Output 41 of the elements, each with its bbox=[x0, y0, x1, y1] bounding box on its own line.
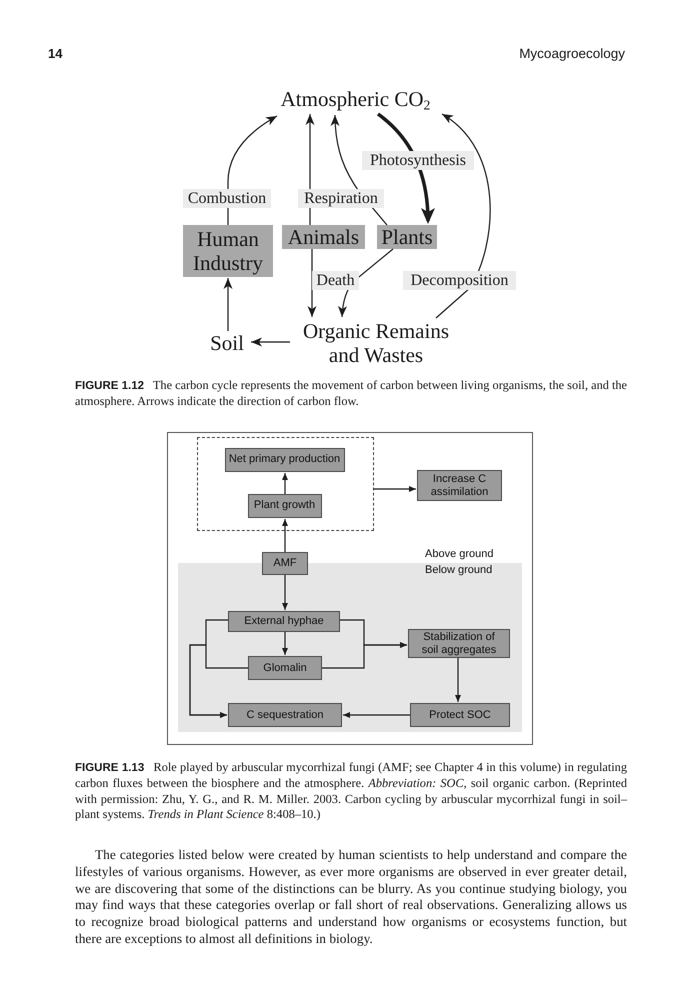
edge-label: Combustion bbox=[183, 189, 271, 208]
edge-label: Death bbox=[312, 271, 359, 290]
region-label: Below ground bbox=[425, 564, 492, 577]
process-box: C sequestration bbox=[228, 703, 342, 727]
arrow bbox=[251, 338, 290, 346]
edge-label: Decomposition bbox=[403, 271, 516, 290]
process-box: AMF bbox=[262, 552, 308, 575]
arrow bbox=[322, 642, 407, 669]
edge-label: Respiration bbox=[298, 189, 384, 208]
group-outline bbox=[197, 437, 374, 531]
edge-label: Photosynthesis bbox=[362, 151, 474, 170]
arrow bbox=[189, 644, 248, 718]
process-box: Animals bbox=[282, 225, 365, 249]
arrow bbox=[455, 658, 461, 702]
node-label: Atmospheric CO$_{2}$ bbox=[268, 85, 443, 113]
process-box: Stabilization of soil aggregates bbox=[408, 629, 510, 658]
process-box: Increase C assimilation bbox=[417, 470, 502, 501]
arrow bbox=[282, 473, 288, 494]
arrow bbox=[343, 712, 410, 718]
body-paragraph: The categories listed below were created by human scientists to help understand and compare the lifestyles of various organisms. However, as ever more organisms are observed in ever greater detail, we are discovering that some of the distinctions can be blurry. As you continue studying biology, you may find ways that these categories overlap or fall short of real observations. Generalizing allows us to recognize broad biological patterns and understand how organisms or ecosystems function, but there are exceptions to almost all definitions in biology. bbox=[75, 847, 627, 948]
figure-caption: FIGURE 1.13 Role played by arbuscular mycorrhizal fungi (AMF; see Chapter 4 in this volume) in regulating carbon fluxes between the biosphere and the atmosphere. Abbreviation: SOC, soil organic carbon. (Reprinted with permission: Zhu, Y. G., and R. M. Miller. 2003. Carbon cycling by arbuscular mycorrhizal fungi in soil–plant systems. Trends in Plant Science 8:408–10.) bbox=[75, 760, 627, 823]
process-box: Net primary production bbox=[224, 448, 344, 472]
process-box: Plants bbox=[377, 225, 437, 249]
process-box: Glomalin bbox=[248, 656, 322, 680]
node-label: Organic Remains and Wastes bbox=[290, 318, 462, 368]
arrow bbox=[436, 114, 491, 318]
arrow bbox=[224, 278, 232, 331]
figure-caption: FIGURE 1.12 The carbon cycle represents the movement of carbon between living organisms, the soil, and the atmosphere. Arrows indicate the direction of carbon flow. bbox=[75, 378, 627, 410]
node-label: Soil bbox=[204, 331, 250, 355]
process-box: Protect SOC bbox=[410, 703, 510, 727]
arrow bbox=[282, 632, 288, 655]
arrow bbox=[282, 519, 288, 552]
process-box: External hyphae bbox=[228, 611, 340, 632]
arrow bbox=[308, 249, 316, 317]
arrow bbox=[282, 575, 288, 610]
running-head: Mycoagroecology bbox=[519, 46, 625, 62]
page-number: 14 bbox=[48, 46, 62, 62]
arrow bbox=[374, 486, 416, 492]
process-box: Plant growth bbox=[248, 494, 322, 518]
process-box: Human Industry bbox=[183, 225, 273, 277]
region-label: Above ground bbox=[425, 548, 494, 561]
